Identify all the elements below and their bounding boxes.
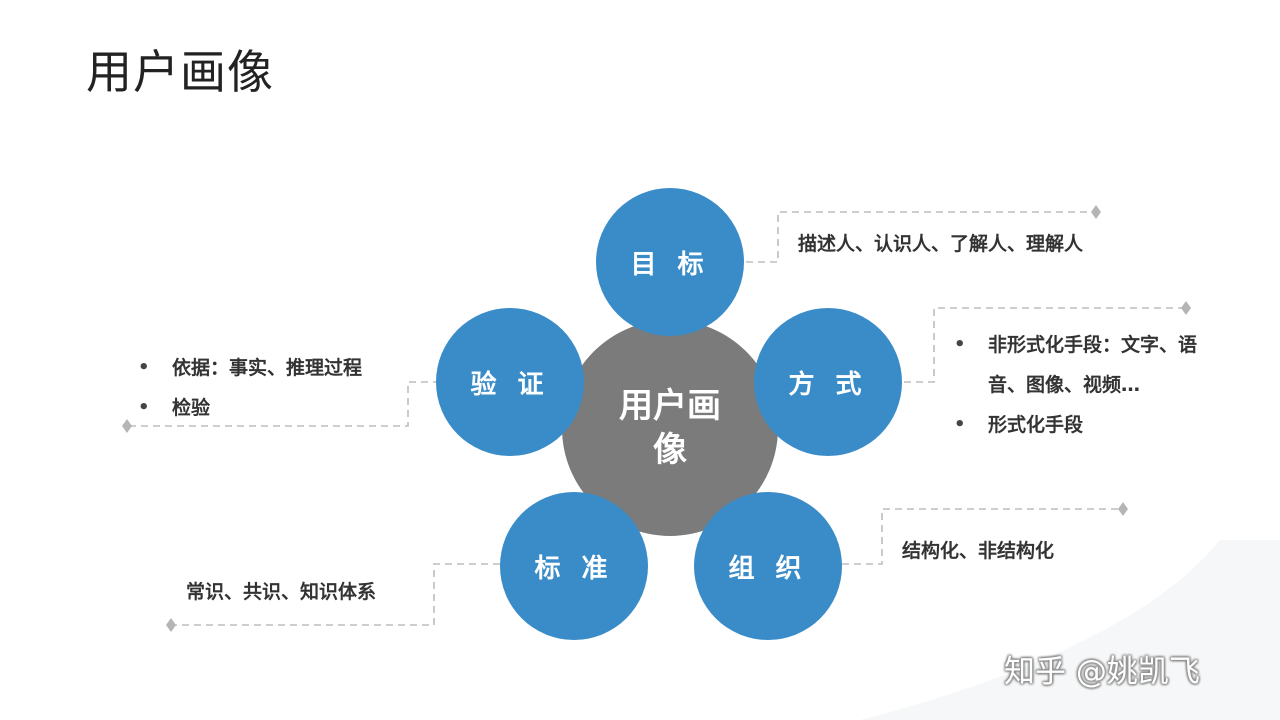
diamond-marker	[1118, 502, 1128, 516]
diamond-marker	[166, 618, 176, 632]
node-standard-label: 标 准	[534, 553, 614, 584]
node-goal-label: 目 标	[630, 249, 710, 280]
node-method: 方 式	[754, 308, 902, 456]
diamond-marker	[1091, 205, 1101, 219]
verify-bullet: 依据：事实、推理过程	[136, 348, 416, 388]
diamond-marker	[1181, 301, 1191, 315]
method-bullet: 非形式化手段：文字、语音、图像、视频…	[952, 325, 1220, 405]
organize-description: 结构化、非结构化	[902, 540, 1055, 562]
diamond-marker	[122, 419, 132, 433]
verify-bullet: 检验	[136, 388, 416, 428]
method-bullet: 形式化手段	[952, 405, 1220, 445]
node-verify: 验 证	[436, 308, 584, 456]
node-method-label: 方 式	[788, 369, 868, 400]
node-organize-label: 组 织	[728, 553, 808, 584]
node-verify-label: 验 证	[470, 369, 550, 400]
goal-description: 描述人、认识人、了解人、理解人	[798, 233, 1084, 255]
center-label: 用户画像	[619, 386, 721, 470]
standard-description: 常识、共识、知识体系	[186, 581, 377, 603]
node-organize: 组 织	[694, 492, 842, 640]
watermark-text: 知乎 @姚凯飞	[1004, 654, 1200, 690]
node-standard: 标 准	[500, 492, 648, 640]
node-goal: 目 标	[596, 188, 744, 336]
verify-bullets: 依据：事实、推理过程 检验	[136, 348, 416, 428]
page-title: 用户画像	[86, 45, 274, 99]
method-bullets: 非形式化手段：文字、语音、图像、视频… 形式化手段	[952, 325, 1220, 445]
